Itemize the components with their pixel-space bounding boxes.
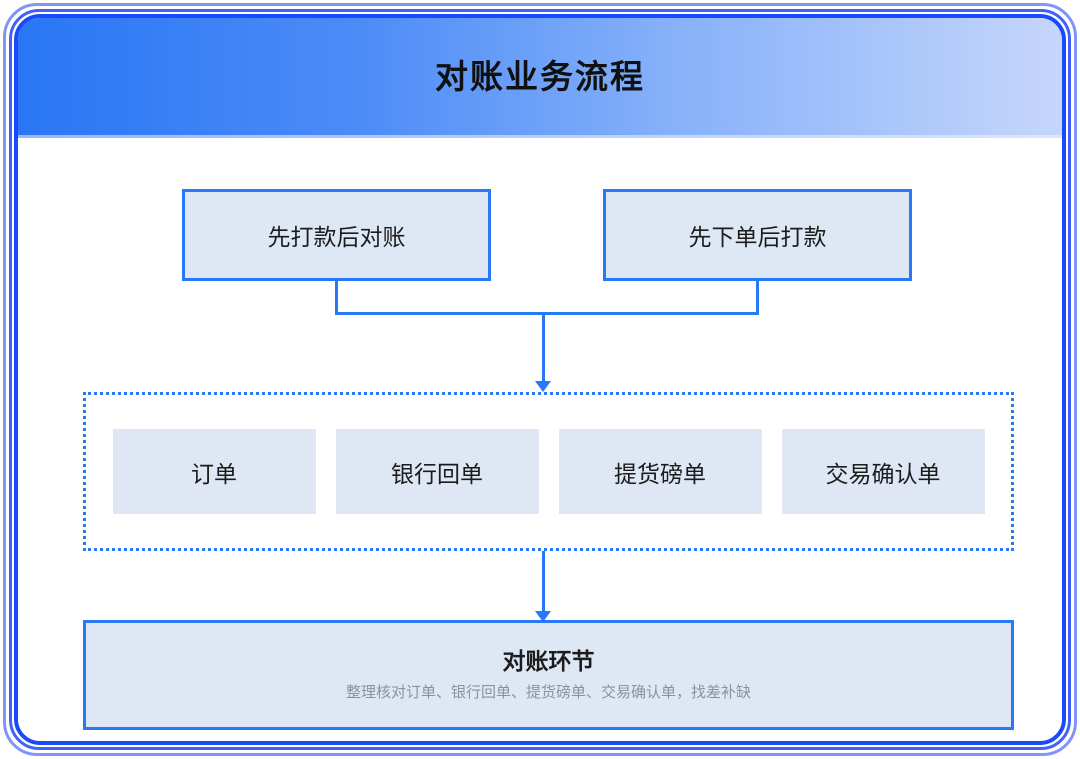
document-item-trade-confirmation-label: 交易确认单 xyxy=(825,460,941,487)
result-node-reconciliation[interactable]: 对账环节 整理核对订单、银行回单、提货磅单、交易确认单，找差补缺 xyxy=(83,620,1014,730)
document-item-pickup-weighing-label: 提货磅单 xyxy=(614,460,706,487)
entry-node-prepay[interactable]: 先打款后对账 xyxy=(182,189,491,281)
connector-merge-bar xyxy=(335,312,759,315)
result-node-title: 对账环节 xyxy=(502,648,595,674)
document-item-order[interactable]: 订单 xyxy=(112,429,316,514)
diagram-header: 对账业务流程 xyxy=(18,18,1062,135)
entry-node-order-first-label: 先下单后打款 xyxy=(688,224,827,250)
entry-node-prepay-label: 先打款后对账 xyxy=(267,224,406,250)
document-item-pickup-weighing[interactable]: 提货磅单 xyxy=(558,429,762,514)
flow-canvas: 先打款后对账 先下单后打款 订单 银行回单 xyxy=(18,138,1062,741)
document-item-trade-confirmation[interactable]: 交易确认单 xyxy=(781,429,985,514)
document-item-order-label: 订单 xyxy=(191,460,237,487)
document-item-bank-receipt-label: 银行回单 xyxy=(391,460,483,487)
document-item-bank-receipt[interactable]: 银行回单 xyxy=(335,429,539,514)
entry-node-order-first[interactable]: 先下单后打款 xyxy=(603,189,912,281)
page-title: 对账业务流程 xyxy=(435,58,645,95)
header-underline xyxy=(18,135,1062,138)
diagram-frame: 对账业务流程 先打款后对账 先下单后打款 订单 xyxy=(14,14,1066,745)
arrowhead-to-result-node xyxy=(535,611,551,622)
connector-to-document-group xyxy=(542,315,545,383)
result-node-subtitle: 整理核对订单、银行回单、提货磅单、交易确认单，找差补缺 xyxy=(345,684,751,701)
outer-frame-glow xyxy=(3,3,1077,756)
arrowhead-to-document-group xyxy=(535,381,551,392)
mid-frame-glow xyxy=(9,9,1071,750)
connector-to-result-node xyxy=(542,551,545,613)
connector-right-stem xyxy=(756,281,759,315)
document-group-container: 订单 银行回单 提货磅单 交易确认单 xyxy=(83,392,1014,551)
document-group-items: 订单 银行回单 提货磅单 交易确认单 xyxy=(86,395,1011,548)
connector-left-stem xyxy=(335,281,338,315)
